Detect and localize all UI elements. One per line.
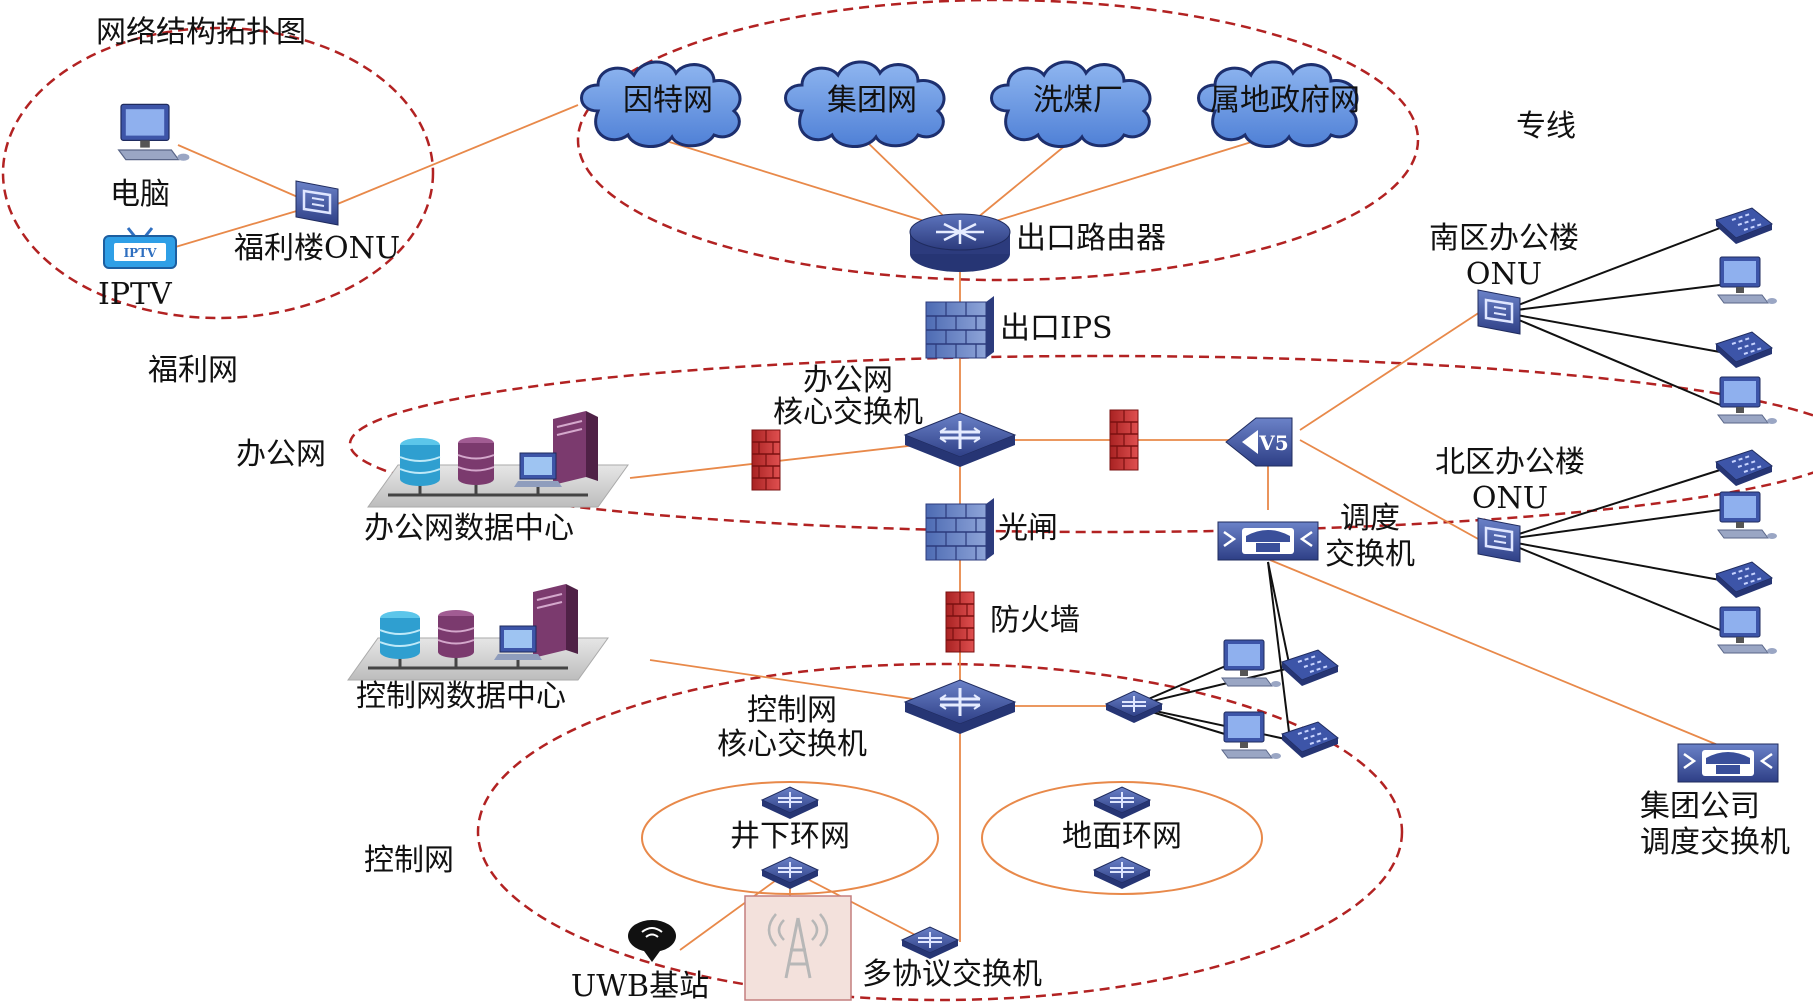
south-onu-icon (1476, 288, 1522, 336)
group-dispatch-label-1: 集团公司 (1640, 789, 1760, 824)
wireless-tower-icon (744, 895, 852, 1001)
north-onu-label-2: ONU (1471, 481, 1549, 516)
control-core-switch-icon (903, 678, 1017, 736)
north-onu-label-1: 北区办公楼 (1435, 445, 1585, 480)
group-dispatch-switch-icon (1676, 742, 1780, 784)
exit-router-label: 出口路由器 (1016, 221, 1166, 256)
office-core-switch-label-2: 核心交换机 (773, 395, 923, 430)
surface-ring-label: 地面环网 (1062, 819, 1182, 854)
region-label-control: 控制网 (364, 843, 454, 878)
control-datacenter-label: 控制网数据中心 (356, 679, 566, 714)
pc-icon (1221, 639, 1282, 688)
underground-ring-label: 井下环网 (730, 819, 850, 854)
control-region (476, 662, 1404, 1002)
control-datacenter-icon (346, 582, 610, 682)
phone-icon (1715, 331, 1773, 369)
firewall-office-right-icon (1109, 409, 1139, 471)
south-onu-label-1: 南区办公楼 (1429, 221, 1579, 256)
phone-icon (1715, 449, 1773, 487)
office-datacenter-icon (366, 409, 630, 509)
dispatch-switch-label-2: 交换机 (1325, 537, 1415, 572)
pc-icon (117, 103, 191, 162)
welfare-region (1, 26, 435, 320)
region-label-office: 办公网 (236, 437, 326, 472)
office-datacenter-label: 办公网数据中心 (364, 511, 574, 546)
surface-ring-switch-bottom (1093, 856, 1151, 890)
v5-badge-label: V5 (1258, 431, 1288, 455)
exit-ips-label: 出口IPS (1000, 311, 1113, 346)
welfare-onu-label: 福利楼ONU (234, 231, 401, 266)
pc-icon (1717, 606, 1778, 655)
pc-icon (1717, 491, 1778, 540)
optical-gate-icon (925, 497, 995, 561)
control-core-switch-label-1: 控制网 (747, 693, 837, 728)
v5-gateway-icon: V5 (1225, 417, 1293, 467)
diagram-title: 网络结构拓扑图 (96, 15, 306, 50)
uwb-station-label: UWB基站 (570, 969, 710, 1004)
phone-icon (1715, 561, 1773, 599)
firewall-icon (945, 591, 975, 653)
phone-icon (1281, 721, 1339, 759)
south-onu-label-2: ONU (1465, 257, 1543, 292)
pc-label: 电脑 (110, 177, 170, 212)
pc-icon (1717, 256, 1778, 305)
welfare-onu-icon (294, 179, 340, 227)
firewall-office-left-icon (751, 429, 781, 491)
control-core-switch-label-2: 核心交换机 (717, 727, 867, 762)
cloud-label-local-government-network: 属地政府网 (1210, 83, 1360, 118)
cloud-label-internet: 因特网 (623, 83, 713, 118)
optical-gate-label: 光闸 (998, 511, 1058, 546)
pc-icon (1717, 376, 1778, 425)
region-label-leased-line: 专线 (1516, 109, 1576, 144)
multi-protocol-switch-label: 多协议交换机 (862, 957, 1042, 992)
dispatch-switch-label-1: 调度 (1340, 501, 1400, 536)
leased-line-region (576, 0, 1420, 282)
underground-ring-switch-top (761, 786, 819, 820)
north-onu-icon (1476, 516, 1522, 564)
iptv-label: IPTV (98, 277, 172, 312)
links-black (1131, 227, 1721, 741)
firewall-label: 防火墙 (990, 603, 1080, 638)
uwb-station-icon (628, 920, 676, 962)
surface-ring (981, 781, 1263, 895)
surface-ring-switch-top (1093, 786, 1151, 820)
group-dispatch-label-2: 调度交换机 (1640, 825, 1790, 860)
exit-router-icon (909, 213, 1011, 272)
iptv-badge-label: IPTV (124, 246, 158, 260)
office-core-switch-label-1: 办公网 (803, 363, 893, 398)
region-label-welfare: 福利网 (148, 353, 238, 388)
cloud-label-group-network: 集团网 (827, 83, 917, 118)
dispatch-switch-icon (1216, 520, 1320, 562)
phone-icon (1281, 649, 1339, 687)
exit-ips-icon (925, 295, 995, 359)
phone-icon (1715, 207, 1773, 245)
iptv-icon: IPTV (103, 227, 177, 269)
cloud-label-coal-washing-plant: 洗煤厂 (1033, 83, 1123, 118)
